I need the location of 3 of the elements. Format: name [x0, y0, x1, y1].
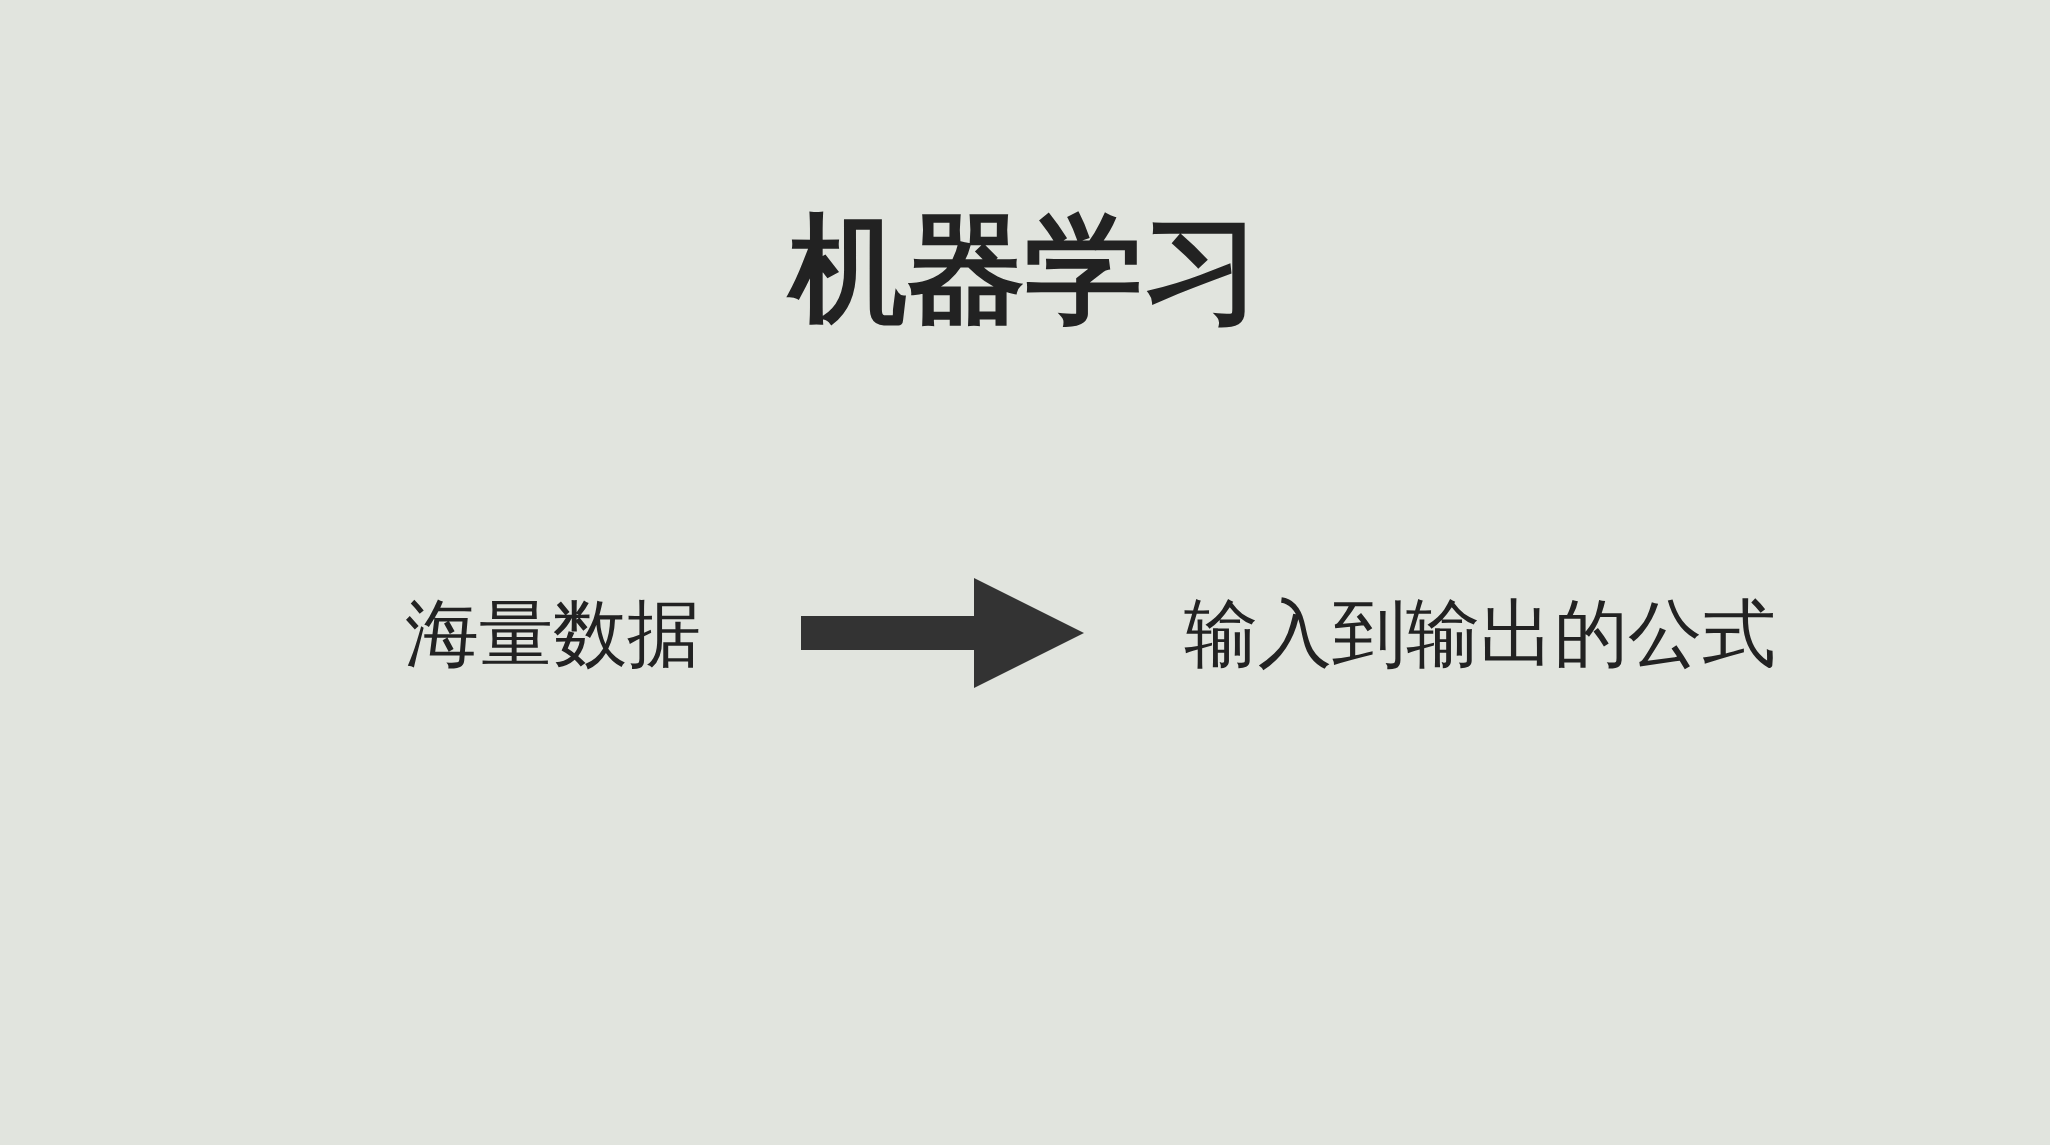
arrow [801, 578, 1084, 688]
node-text: 输入到输出的公式 [1184, 590, 1776, 676]
node-text: 海量数据 [405, 590, 701, 676]
